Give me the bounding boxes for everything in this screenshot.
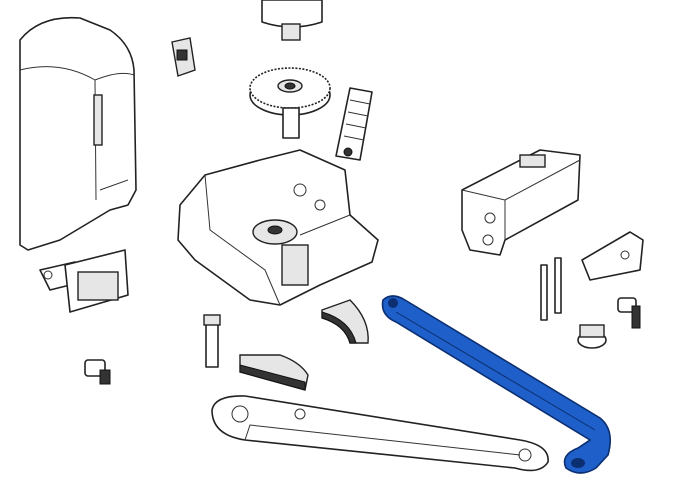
washer-nut: [577, 324, 607, 349]
motor-unit: [261, 0, 323, 41]
gearbox-base: [177, 149, 379, 306]
drive-gear: [249, 67, 331, 139]
worm-screw: [335, 87, 373, 161]
sector-stop-2: [239, 354, 309, 391]
sector-stop-1: [321, 299, 369, 344]
bolts: [540, 257, 562, 321]
screw-left: [84, 359, 111, 385]
straight-arm: [211, 395, 549, 472]
limit-switch-bracket: [39, 249, 129, 313]
motor-housing-cover: [19, 16, 137, 251]
small-plate: [581, 231, 644, 281]
clip-bracket: [171, 37, 196, 77]
curved-arm-highlighted: [381, 295, 611, 474]
pin-shaft: [203, 314, 221, 368]
screw-right: [617, 297, 641, 329]
mounting-bracket: [461, 149, 581, 256]
